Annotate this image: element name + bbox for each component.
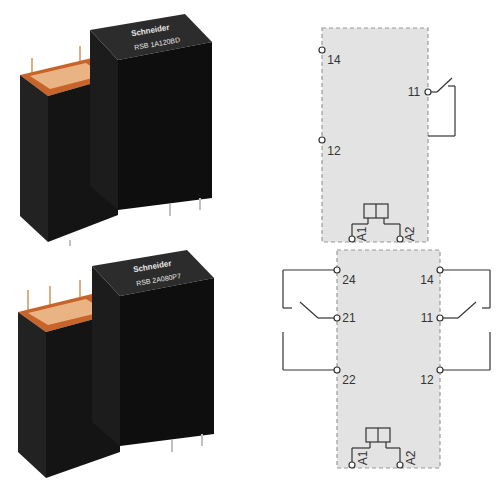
pin-name: A1 [357,451,369,466]
pin-number: 12 [327,145,340,157]
pin-number: 21 [342,312,355,324]
pin-name: A1 [356,227,368,242]
pin-number: 24 [342,274,355,286]
schematic-double [283,250,490,468]
pin-number: 11 [421,312,433,324]
pin-number: 11 [408,86,420,98]
pin-name: A2 [404,227,416,242]
pin-number: 12 [420,374,433,386]
relay-photo-double [18,250,214,478]
pin-number: 22 [342,374,355,386]
pin-number: 14 [420,274,433,286]
relay-photo-single [20,14,212,246]
schematic-single [319,28,455,242]
pin-number: 14 [327,54,340,66]
pin-name: A2 [405,451,417,466]
